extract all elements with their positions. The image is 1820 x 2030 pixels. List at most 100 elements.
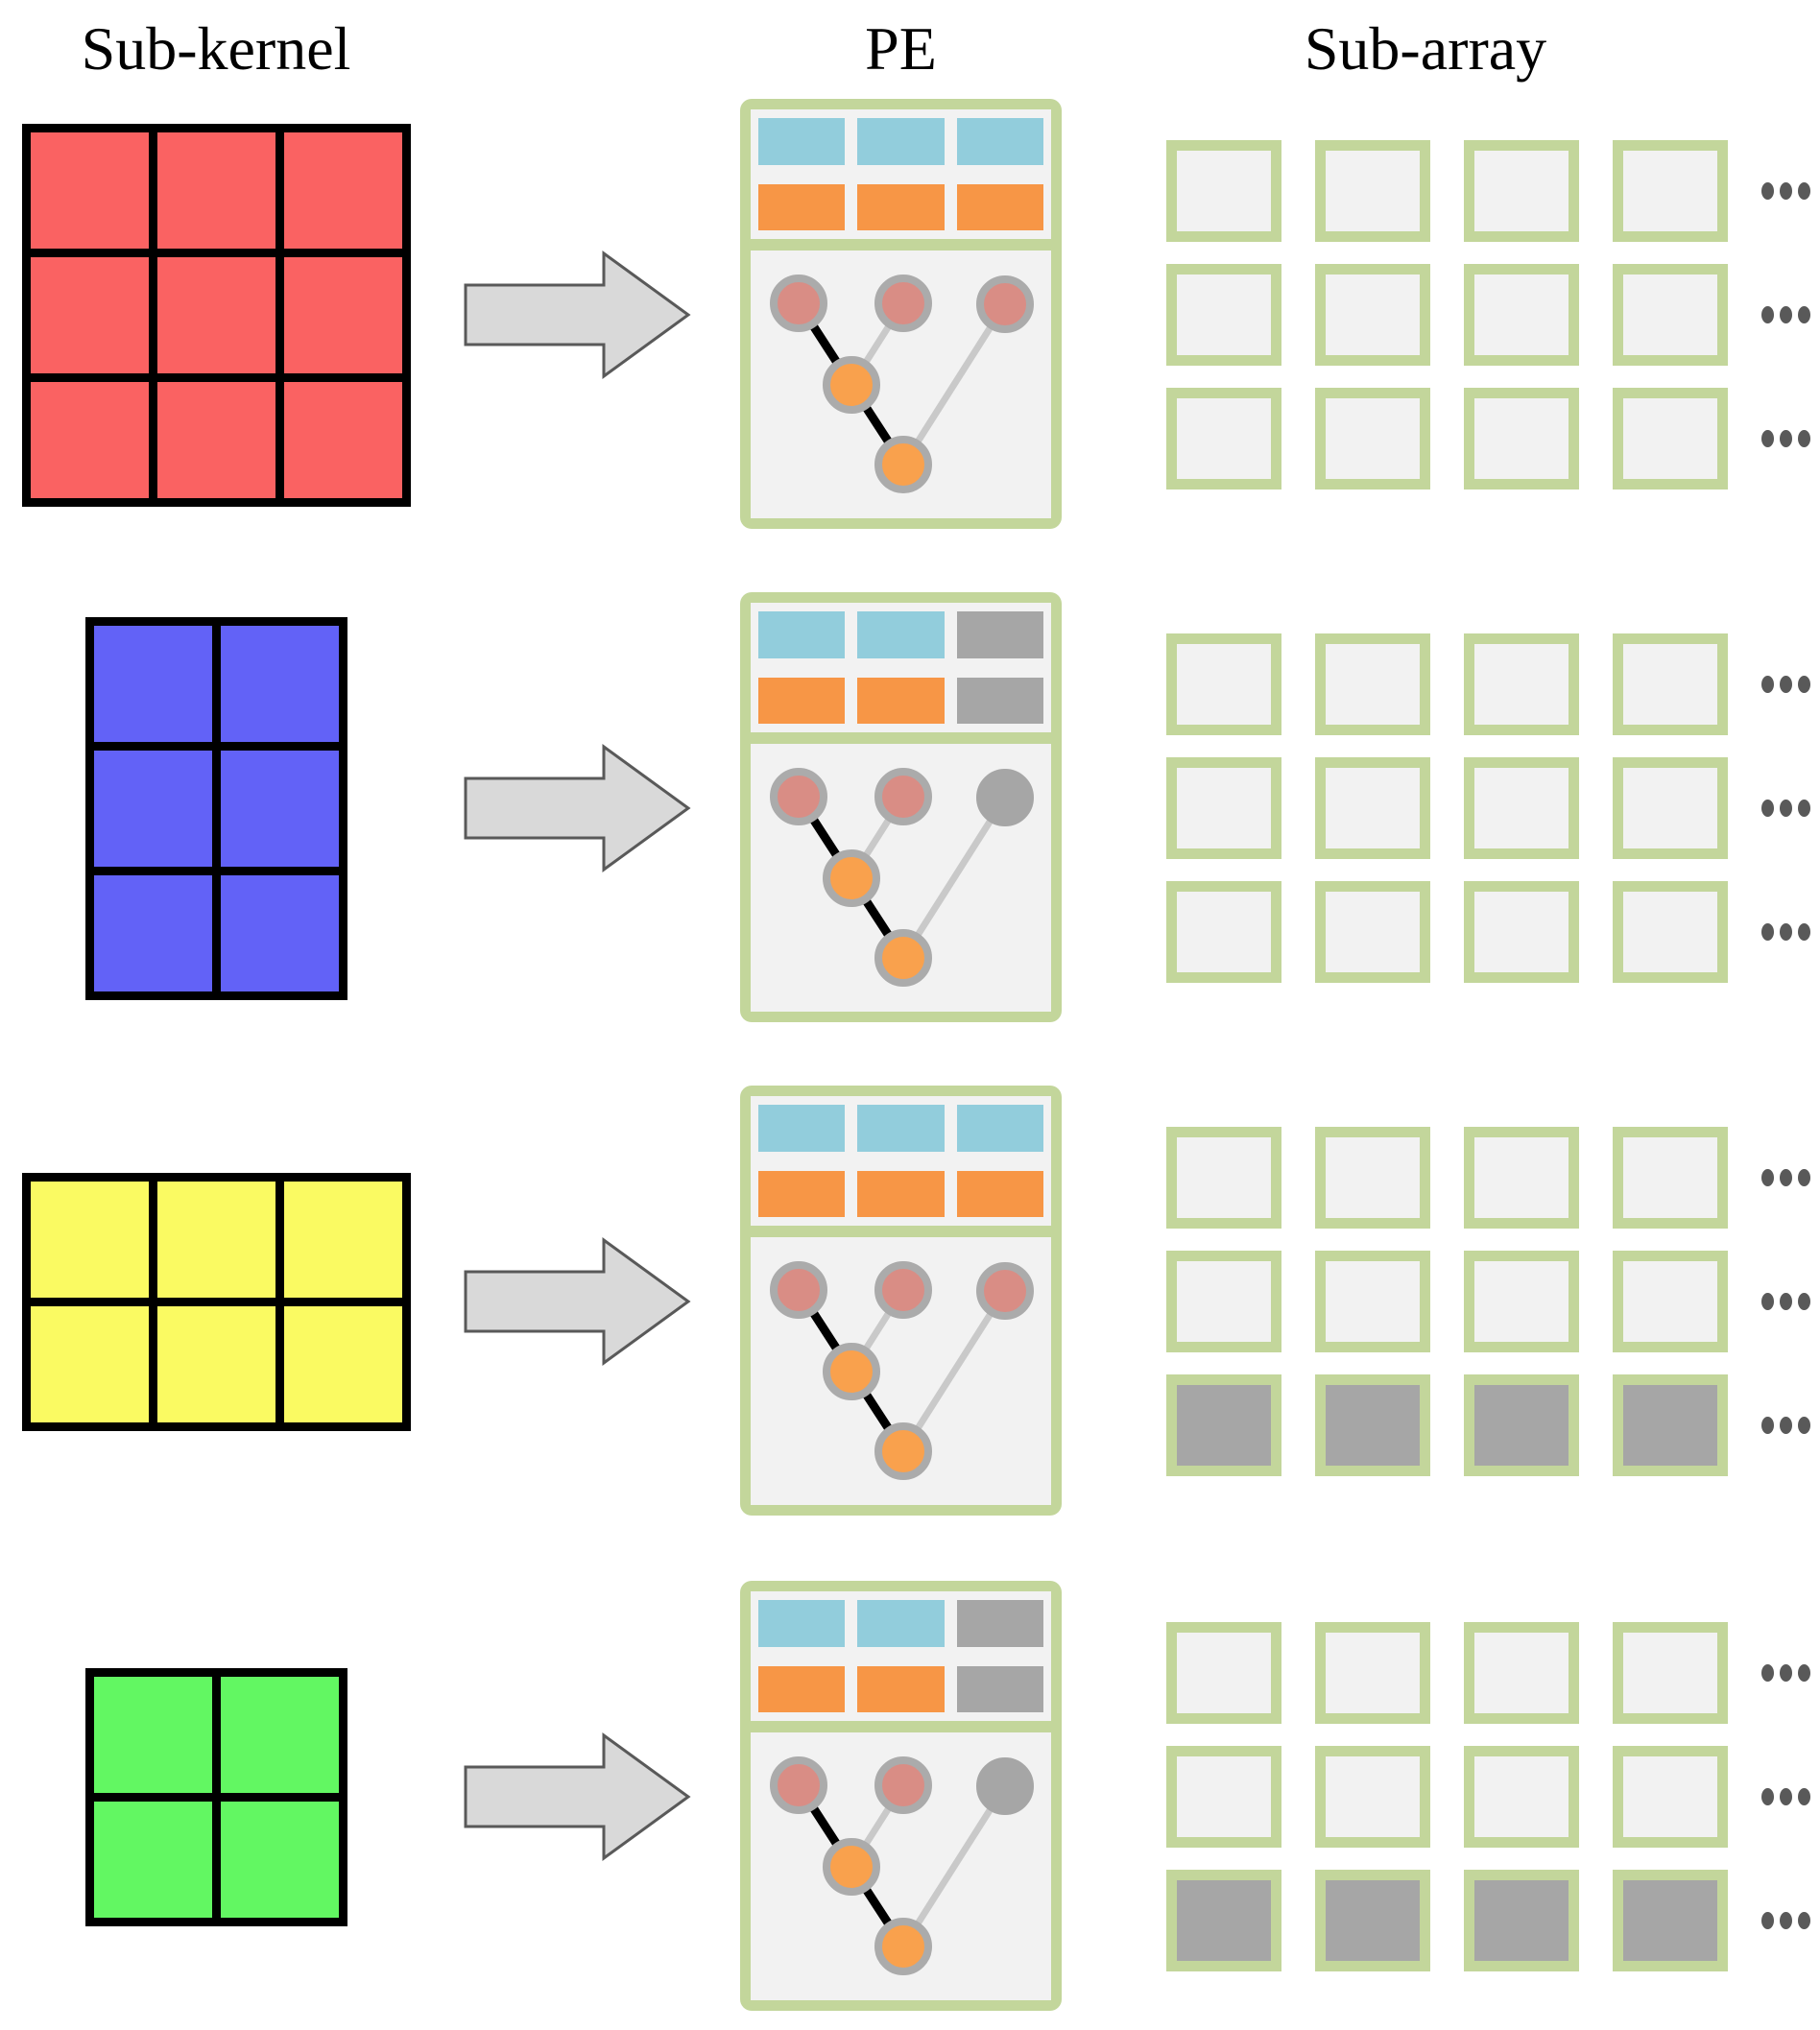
ellipsis-icon	[1761, 1870, 1820, 1971]
pe-input-slot	[857, 118, 945, 165]
dot	[1780, 923, 1792, 941]
dot	[1761, 1169, 1774, 1186]
dot	[1798, 182, 1810, 200]
multiplier-node	[770, 768, 827, 825]
dot	[1761, 1664, 1774, 1682]
pe-register-grid	[751, 1591, 1051, 1721]
dot	[1780, 800, 1792, 817]
array-tile-inactive	[1613, 1870, 1728, 1971]
multiplier-node	[874, 1261, 932, 1319]
kernel-cell	[30, 131, 149, 249]
multiplier-node	[874, 275, 932, 332]
kernel-cell	[156, 1181, 275, 1298]
sub-array-grid	[1166, 633, 1820, 983]
pe-register-grid	[751, 603, 1051, 732]
array-tile	[1315, 1251, 1430, 1352]
pe-unit	[740, 1086, 1062, 1516]
ellipsis-icon	[1761, 1622, 1820, 1724]
pe-slot-inactive	[956, 1600, 1043, 1647]
kernel-cell	[93, 1801, 212, 1918]
adder-node	[874, 436, 932, 493]
edge-idle	[900, 1289, 1008, 1453]
arrow-slot	[464, 1732, 691, 1861]
pipeline-row	[0, 99, 1820, 531]
dot	[1780, 1912, 1792, 1929]
array-tile	[1315, 757, 1430, 859]
pipeline-row	[0, 1581, 1820, 2013]
pe-input-slot	[857, 1105, 945, 1152]
sub-array-grid	[1166, 1127, 1820, 1476]
adder-node	[823, 1838, 880, 1896]
array-tile	[1464, 264, 1579, 366]
array-tile	[1464, 1622, 1579, 1724]
pe-input-slot	[758, 118, 846, 165]
adder-node	[874, 1422, 932, 1480]
array-tile	[1613, 757, 1728, 859]
edge-idle	[900, 302, 1008, 466]
dot	[1761, 923, 1774, 941]
ellipsis-icon	[1761, 140, 1820, 242]
pe-mac-tree	[751, 1732, 1051, 2000]
pe-mac-tree	[751, 1237, 1051, 1505]
array-tile-inactive	[1464, 1870, 1579, 1971]
pe-input-slot	[956, 118, 1043, 165]
kernel-cell	[283, 381, 402, 498]
dot	[1761, 1417, 1774, 1434]
arrow-slot	[464, 744, 691, 872]
multiplier-node	[976, 275, 1034, 333]
sub-kernel-slot	[0, 1086, 432, 1517]
pe-input-slot	[956, 1105, 1043, 1152]
pe-weight-slot	[956, 183, 1043, 230]
array-tile	[1315, 633, 1430, 735]
pe-unit	[740, 592, 1062, 1022]
array-tile	[1613, 1127, 1728, 1229]
sub-kernel-grid	[21, 1172, 411, 1431]
sub-kernel-slot	[0, 592, 432, 1024]
array-tile	[1166, 1746, 1281, 1848]
arrow-right-icon	[464, 251, 691, 379]
array-tile	[1464, 1127, 1579, 1229]
pipeline-row	[0, 592, 1820, 1024]
kernel-cell	[93, 1676, 212, 1793]
dot	[1798, 306, 1810, 323]
pe-slot-inactive	[956, 677, 1043, 724]
dot	[1798, 676, 1810, 693]
pe-unit	[740, 99, 1062, 529]
array-tile	[1166, 1622, 1281, 1724]
dot	[1798, 430, 1810, 447]
dot	[1761, 306, 1774, 323]
array-tile-inactive	[1315, 1870, 1430, 1971]
kernel-cell	[30, 1181, 149, 1298]
array-tile	[1166, 264, 1281, 366]
kernel-cell	[283, 131, 402, 249]
array-tile	[1464, 1746, 1579, 1848]
pe-input-slot	[857, 611, 945, 658]
pe-weight-slot	[758, 1665, 846, 1712]
ellipsis-icon	[1761, 1374, 1820, 1476]
pe-register-grid	[751, 1096, 1051, 1226]
array-tile	[1464, 1251, 1579, 1352]
sub-kernel-grid	[21, 123, 411, 507]
kernel-cell	[220, 1801, 339, 1918]
array-tile	[1166, 1127, 1281, 1229]
kernel-cell	[220, 750, 339, 867]
kernel-cell	[220, 1676, 339, 1793]
kernel-cell	[30, 1305, 149, 1422]
array-tile	[1613, 1622, 1728, 1724]
sub-kernel-slot	[0, 99, 432, 531]
array-tile	[1166, 633, 1281, 735]
dot	[1761, 800, 1774, 817]
dot	[1780, 676, 1792, 693]
dot	[1798, 1293, 1810, 1310]
array-tile	[1613, 633, 1728, 735]
kernel-cell	[283, 256, 402, 373]
pe-weight-slot	[857, 183, 945, 230]
array-tile-inactive	[1166, 1374, 1281, 1476]
kernel-cell	[93, 625, 212, 742]
array-tile	[1613, 1251, 1728, 1352]
array-tile	[1613, 388, 1728, 490]
array-tile-inactive	[1464, 1374, 1579, 1476]
pe-input-slot	[758, 1600, 846, 1647]
array-tile	[1166, 388, 1281, 490]
ellipsis-icon	[1761, 1746, 1820, 1848]
